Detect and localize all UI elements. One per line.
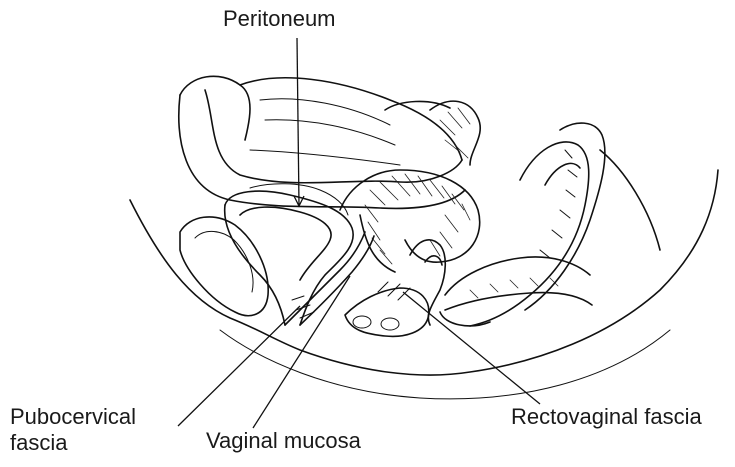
label-pubocervical-line1: Pubocervical xyxy=(10,404,136,430)
vaginal-canal xyxy=(285,232,429,336)
label-pubocervical-fascia: Pubocervical fascia xyxy=(10,404,136,457)
rectum xyxy=(410,240,592,326)
bladder xyxy=(180,217,268,316)
label-rectovaginal-fascia: Rectovaginal fascia xyxy=(511,404,702,430)
body-outline xyxy=(130,170,718,375)
leader-rectovaginal xyxy=(403,292,540,404)
label-vaginal-mucosa: Vaginal mucosa xyxy=(206,428,361,454)
bowel-loops xyxy=(179,76,465,208)
perineum-contour xyxy=(220,330,670,399)
label-pubocervical-line2: fascia xyxy=(10,430,136,456)
sigmoid-colon xyxy=(340,101,480,272)
label-peritoneum: Peritoneum xyxy=(223,6,336,32)
uterus xyxy=(225,191,354,325)
leader-peritoneum xyxy=(297,38,299,205)
leader-pubocervical xyxy=(178,306,300,426)
